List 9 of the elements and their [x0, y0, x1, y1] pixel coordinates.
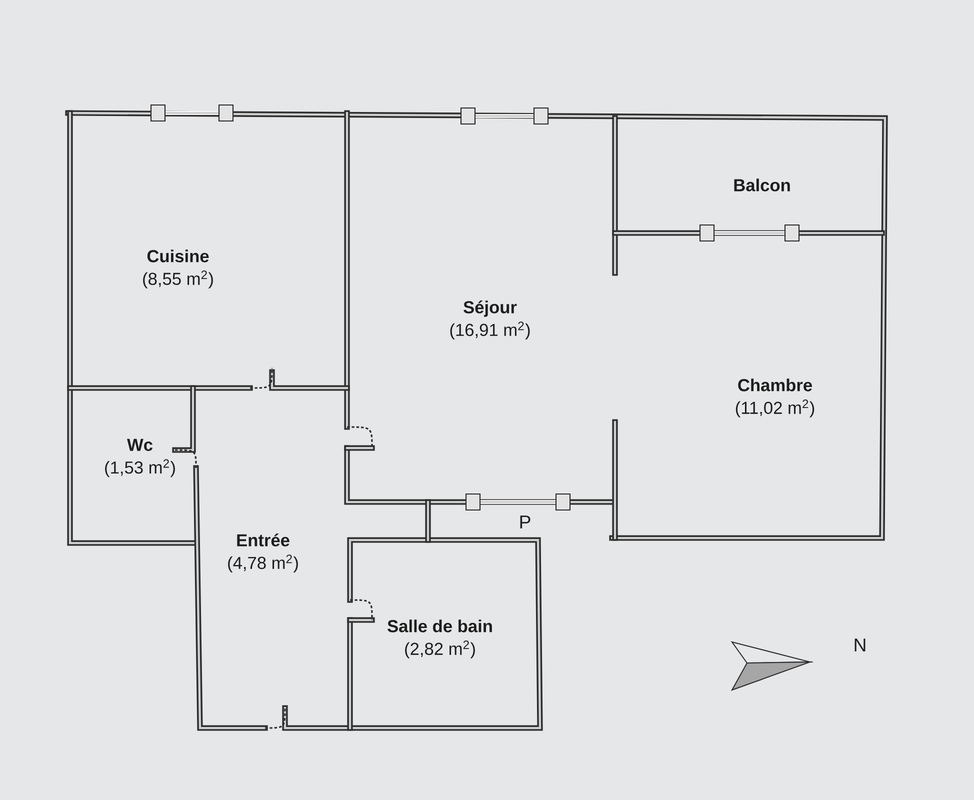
room-label: Balcon — [734, 178, 790, 192]
room-label: Cuisine (8,55 m$^{2}$) — [143, 250, 213, 288]
door-label: P — [520, 516, 530, 528]
room-label: Entrée (4,78 m$^{2}$) — [228, 534, 298, 572]
room-label: Salle de bain (2,82 m$^{2}$) — [388, 620, 492, 658]
room-label: Wc (1,53 m$^{2}$) — [105, 438, 175, 478]
north-label: N — [854, 638, 866, 652]
room-label: Chambre (11,02 m$^{2}$) — [736, 378, 814, 418]
room-label: Séjour (16,91 m$^{2}$) — [450, 300, 530, 340]
